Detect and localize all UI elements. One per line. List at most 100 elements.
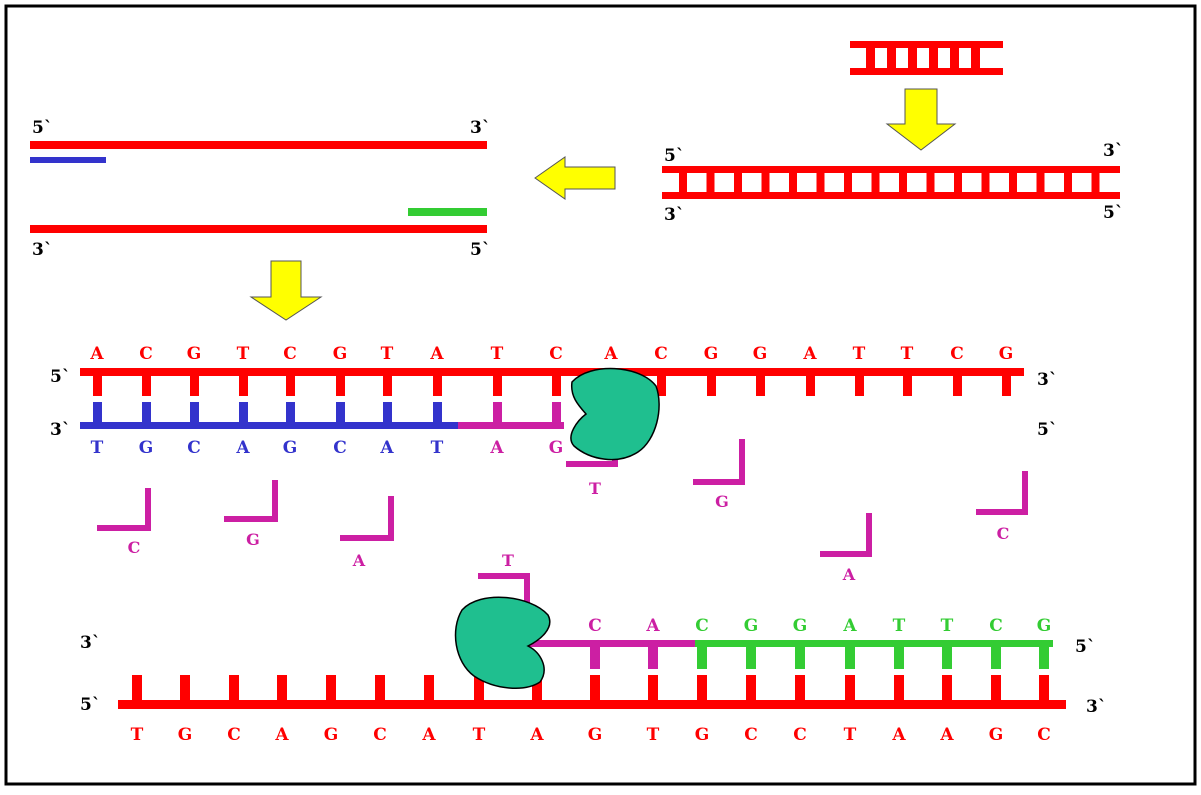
top-sequence-letter: C xyxy=(950,344,964,364)
base-pair-rung xyxy=(493,376,502,396)
ladder-rung xyxy=(816,173,825,192)
bottom-top-right-label: 5` xyxy=(1075,637,1095,657)
top-sequence-letter: T xyxy=(381,344,394,364)
base-pair-rung xyxy=(180,675,190,700)
base-pair-rung xyxy=(855,376,864,396)
base-pair-rung xyxy=(657,376,666,396)
base-pair-rung xyxy=(132,675,142,700)
base-pair-rung xyxy=(424,675,434,700)
ladder-rung xyxy=(1091,173,1100,192)
base-pair-rung xyxy=(1002,376,1011,396)
separated-strand-top xyxy=(30,141,487,149)
base-pair-rung xyxy=(648,647,658,669)
free-nucleotide: G xyxy=(693,439,745,511)
diagram-frame xyxy=(4,4,1197,786)
free-nucleotide-label: T xyxy=(589,479,601,498)
polymerase-icon xyxy=(570,367,660,461)
bottom-sequence-letter: G xyxy=(549,438,564,458)
base-pair-rung xyxy=(383,402,392,422)
base-pair-rung xyxy=(239,376,248,396)
base-pair-rung xyxy=(383,376,392,396)
large-ladder-top-right-label: 3` xyxy=(1103,141,1123,161)
base-pair-rung xyxy=(532,675,542,700)
free-nucleotide-label: G xyxy=(246,530,260,549)
ladder-rung xyxy=(1064,173,1072,192)
ladder-rung xyxy=(761,173,770,192)
base-pair-rung xyxy=(142,376,151,396)
ladder-rung xyxy=(1036,173,1045,192)
bottom-sequence-letter: G xyxy=(989,725,1004,745)
base-pair-rung xyxy=(375,675,385,700)
bottom-sequence-letter: C xyxy=(1037,725,1051,745)
top-sequence-letter: A xyxy=(645,616,660,636)
base-pair-rung xyxy=(894,647,904,669)
base-pair-rung xyxy=(142,402,151,422)
ladder-rung xyxy=(981,173,990,192)
base-pair-rung xyxy=(552,402,561,422)
base-pair-rung xyxy=(746,647,756,669)
large-dna-ladder xyxy=(662,166,1120,199)
base-pair-rung xyxy=(433,376,442,396)
incoming-nucleotide: T xyxy=(478,551,530,605)
bottom-sequence-letter: A xyxy=(529,725,544,745)
ladder-rung xyxy=(954,173,962,192)
top-sequence-letter: C xyxy=(989,616,1003,636)
top-sequence-letter: A xyxy=(89,344,104,364)
middle-bottom-strand-blue xyxy=(80,422,458,429)
bottom-top-strand-primer xyxy=(695,640,1053,647)
small-dna-ladder xyxy=(850,41,1003,75)
base-pair-rung xyxy=(326,675,336,700)
base-pair-rung xyxy=(93,376,102,396)
top-sequence-letter: G xyxy=(999,344,1014,364)
base-pair-rung xyxy=(942,675,952,700)
middle-bottom-strand-new xyxy=(458,422,564,429)
top-sequence-letter: C xyxy=(283,344,297,364)
ladder-rung xyxy=(871,173,880,192)
top-sequence-letter: G xyxy=(753,344,768,364)
incoming-nucleotide-label: T xyxy=(502,551,514,570)
base-pair-rung xyxy=(845,647,855,669)
base-pair-rung xyxy=(648,675,658,700)
top-sequence-letter: G xyxy=(333,344,348,364)
free-nucleotide: G xyxy=(224,480,278,549)
ladder-rung xyxy=(844,173,852,192)
bottom-sequence-letter: A xyxy=(421,725,436,745)
middle-top-left-label: 5` xyxy=(50,367,70,387)
top-sequence-letter: C xyxy=(654,344,668,364)
top-sequence-letter: A xyxy=(603,344,618,364)
base-pair-rung xyxy=(277,675,287,700)
base-pair-rung xyxy=(795,675,805,700)
bottom-sequence-letter: G xyxy=(139,438,154,458)
middle-bottom-left-label: 3` xyxy=(50,420,70,440)
base-pair-rung xyxy=(697,675,707,700)
large-ladder-top-left-label: 5` xyxy=(664,146,684,166)
free-nucleotide-label: C xyxy=(128,538,141,557)
top-sequence-letter: C xyxy=(139,344,153,364)
bottom-bottom-strand xyxy=(118,700,1066,709)
arrow-icon xyxy=(534,156,616,200)
base-pair-rung xyxy=(239,402,248,422)
bottom-sequence-letter: T xyxy=(431,438,444,458)
top-sequence-letter: G xyxy=(187,344,202,364)
primer-blue xyxy=(30,157,106,163)
top-sequence-letter: T xyxy=(901,344,914,364)
bottom-sequence-letter: G xyxy=(283,438,298,458)
free-nucleotide-label: A xyxy=(352,551,366,570)
bottom-sequence-letter: T xyxy=(473,725,486,745)
bottom-sequence-letter: A xyxy=(274,725,289,745)
arrow-icon xyxy=(249,260,323,321)
base-pair-rung xyxy=(433,402,442,422)
top-sequence-letter: T xyxy=(853,344,866,364)
base-pair-rung xyxy=(795,647,805,669)
bottom-sequence-letter: G xyxy=(695,725,710,745)
top-sequence-letter: G xyxy=(1037,616,1052,636)
base-pair-rung xyxy=(336,376,345,396)
base-pair-rung xyxy=(991,675,1001,700)
top-sequence-letter: T xyxy=(237,344,250,364)
bottom-sequence-letter: T xyxy=(844,725,857,745)
base-pair-rung xyxy=(93,402,102,422)
base-pair-rung xyxy=(286,376,295,396)
base-pair-rung xyxy=(190,376,199,396)
base-pair-rung xyxy=(756,376,765,396)
